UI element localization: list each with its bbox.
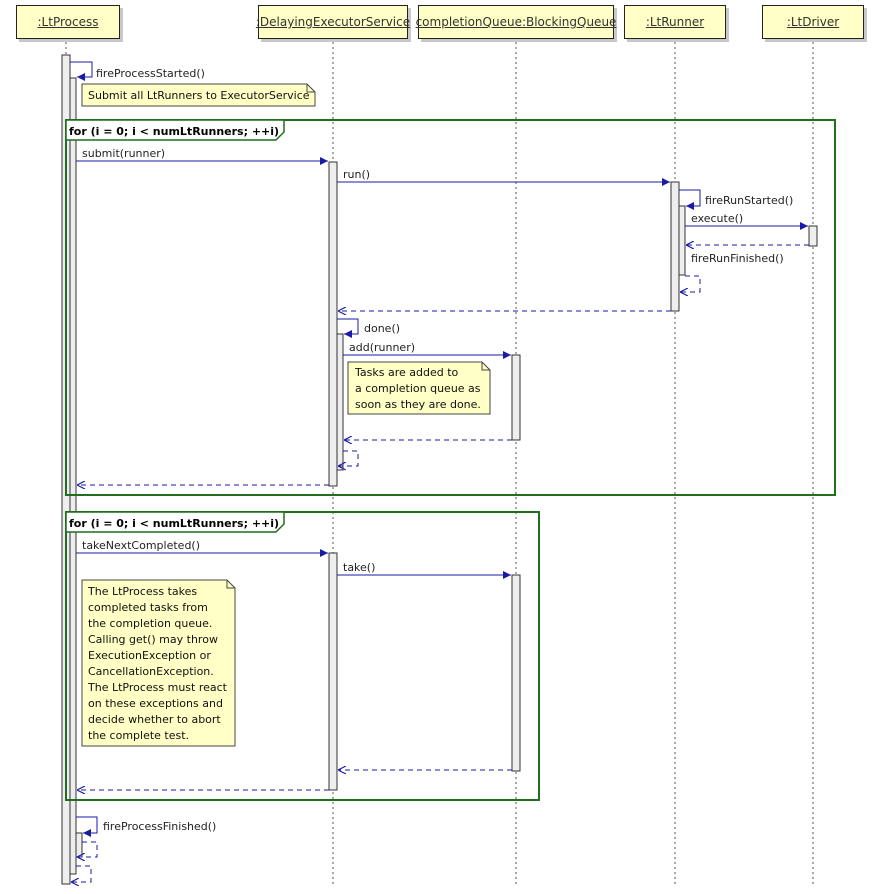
- activation-ltprocess-inner: [69, 77, 77, 875]
- activation-ltprocess-finish: [75, 832, 83, 858]
- lifeline-head-ltdriver: :LtDriver: [762, 5, 864, 39]
- msg-execute-label: execute(): [691, 212, 743, 225]
- activation-queue-take: [511, 574, 521, 772]
- lifeline-head-queue: completionQueue:BlockingQueue: [415, 5, 617, 39]
- note-ltprocess-takes-line-5: ExecutionException or: [88, 649, 211, 662]
- note-ltprocess-takes-line-1: The LtProcess takes: [87, 585, 197, 598]
- lifeline-head-executor: :DelayingExecutorService: [255, 5, 411, 39]
- activation-ltrunner-run: [670, 181, 680, 312]
- msg-run-label: run(): [343, 168, 370, 181]
- msg-done-label: done(): [364, 322, 400, 335]
- lifeline-label-ltrunner: :LtRunner: [645, 15, 705, 29]
- msg-fire-run-finished-label: fireRunFinished(): [691, 252, 784, 265]
- msg-fire-run-finished-return: [680, 275, 701, 292]
- note-ltprocess-takes-line-8: on these exceptions and: [88, 697, 223, 710]
- activation-queue-add: [511, 354, 521, 441]
- msg-take-label: take(): [343, 561, 375, 574]
- note-completion-queue-line-2: a completion queue as: [355, 382, 481, 395]
- note-submit-all-line-1: Submit all LtRunners to ExecutorService: [88, 89, 310, 102]
- activation-executor-take: [328, 552, 338, 791]
- msg-fire-process-started-arrow: [70, 61, 93, 81]
- msg-done-arrow: [337, 318, 359, 338]
- activation-ltrunner-inner: [678, 205, 686, 276]
- lifeline-head-ltprocess: :LtProcess: [16, 5, 120, 39]
- activation-executor-run: [328, 161, 338, 487]
- msg-submit-label: submit(runner): [82, 147, 165, 160]
- msg-take-next-completed-label: takeNextCompleted(): [82, 539, 200, 552]
- note-ltprocess-takes-line-2: completed tasks from: [88, 601, 208, 614]
- note-ltprocess-takes: The LtProcess takes completed tasks from…: [81, 579, 236, 747]
- msg-fire-process-started-label: fireProcessStarted(): [96, 67, 205, 80]
- msg-fire-run-started-arrow: [679, 189, 701, 210]
- note-completion-queue-line-1: Tasks are added to: [354, 366, 459, 379]
- note-completion-queue: Tasks are added to a completion queue as…: [347, 361, 491, 415]
- loop-frame-2-label: for (i = 0; i < numLtRunners; ++i): [69, 517, 279, 530]
- msg-fire-process-finished-return: [77, 841, 98, 857]
- loop-frame-1-label: for (i = 0; i < numLtRunners; ++i): [69, 125, 279, 138]
- activation-ltdriver: [808, 225, 818, 247]
- msg-fire-process-finished-arrow: [76, 816, 98, 837]
- note-ltprocess-takes-line-3: the completion queue.: [88, 617, 212, 630]
- lifeline-label-queue: completionQueue:BlockingQueue: [415, 15, 617, 29]
- note-ltprocess-takes-line-7: The LtProcess must react: [87, 681, 228, 694]
- lifelines: [65, 42, 814, 885]
- msg-fire-process-finished-label: fireProcessFinished(): [103, 820, 216, 833]
- note-ltprocess-takes-line-9: decide whether to abort: [88, 713, 221, 726]
- note-ltprocess-takes-line-6: CancellationException.: [88, 665, 214, 678]
- msg-fire-run-started-label: fireRunStarted(): [705, 194, 793, 207]
- activation-executor-done: [336, 333, 344, 471]
- lifeline-label-ltprocess: :LtProcess: [37, 15, 99, 29]
- note-ltprocess-takes-line-4: Calling get() may throw: [88, 633, 218, 646]
- note-completion-queue-line-3: soon as they are done.: [355, 398, 481, 411]
- msg-final-return: [71, 865, 92, 882]
- note-ltprocess-takes-line-10: the complete test.: [88, 729, 189, 742]
- lifeline-label-executor: :DelayingExecutorService: [255, 15, 411, 29]
- note-submit-all: Submit all LtRunners to ExecutorService: [81, 83, 316, 107]
- lifeline-label-ltdriver: :LtDriver: [786, 15, 840, 29]
- msg-add-label: add(runner): [349, 341, 415, 354]
- loop-frame-2: for (i = 0; i < numLtRunners; ++i): [65, 511, 540, 801]
- activations: [61, 54, 818, 885]
- lifeline-head-ltrunner: :LtRunner: [624, 5, 726, 39]
- msg-done-return: [338, 450, 359, 466]
- loop-frame-1: for (i = 0; i < numLtRunners; ++i): [65, 119, 836, 496]
